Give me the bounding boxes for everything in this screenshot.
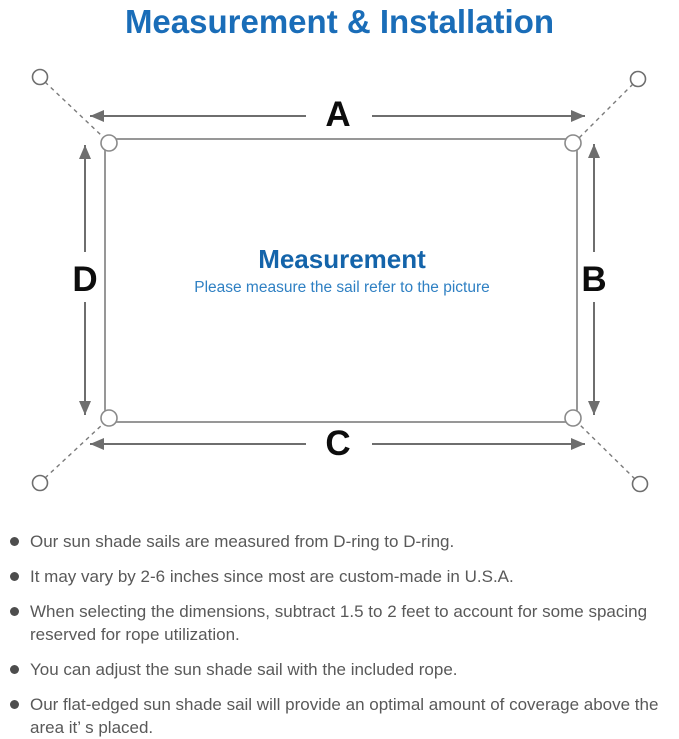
note-text: Our flat-edged sun shade sail will provi… bbox=[30, 695, 659, 737]
note-item: You can adjust the sun shade sail with t… bbox=[0, 658, 673, 681]
anchor-ring-bottom-right bbox=[631, 475, 649, 493]
d-ring-top-right bbox=[564, 134, 582, 152]
d-ring-bottom-right bbox=[564, 409, 582, 427]
diagram-subtitle: Please measure the sail refer to the pic… bbox=[194, 279, 490, 296]
note-text: It may vary by 2-6 inches since most are… bbox=[30, 567, 514, 586]
dimension-label-right: B bbox=[581, 260, 606, 299]
rope-line-top-left bbox=[44, 81, 103, 137]
dimension-label-bottom: C bbox=[325, 424, 350, 463]
d-ring-top-left bbox=[100, 134, 118, 152]
dimension-label-top: A bbox=[325, 95, 350, 134]
anchor-ring-bottom-left bbox=[31, 474, 49, 492]
anchor-ring-top-left bbox=[31, 68, 49, 86]
note-item: Our flat-edged sun shade sail will provi… bbox=[0, 693, 673, 739]
note-item: Our sun shade sails are measured from D-… bbox=[0, 530, 673, 553]
anchor-ring-top-right bbox=[629, 70, 647, 88]
bullet-icon bbox=[10, 537, 19, 546]
note-item: It may vary by 2-6 inches since most are… bbox=[0, 565, 673, 588]
measurement-diagram: A B C D Measurement Please measure the s… bbox=[31, 68, 649, 493]
dimension-label-left: D bbox=[72, 260, 97, 299]
bullet-icon bbox=[10, 700, 19, 709]
bullet-icon bbox=[10, 572, 19, 581]
diagram-heading: Measurement bbox=[258, 244, 426, 274]
note-text: You can adjust the sun shade sail with t… bbox=[30, 660, 458, 679]
d-ring-bottom-left bbox=[100, 409, 118, 427]
sail-outline bbox=[104, 138, 578, 423]
bullet-icon bbox=[10, 607, 19, 616]
bullet-icon bbox=[10, 665, 19, 674]
notes-list: Our sun shade sails are measured from D-… bbox=[0, 510, 679, 739]
note-text: When selecting the dimensions, subtract … bbox=[30, 602, 648, 644]
note-text: Our sun shade sails are measured from D-… bbox=[30, 532, 455, 551]
rope-line-bottom-left bbox=[44, 423, 104, 479]
note-item: When selecting the dimensions, subtract … bbox=[0, 600, 673, 646]
rope-line-top-right bbox=[578, 83, 634, 139]
rope-line-bottom-right bbox=[578, 423, 636, 480]
page-title: Measurement & Installation bbox=[124, 3, 555, 40]
